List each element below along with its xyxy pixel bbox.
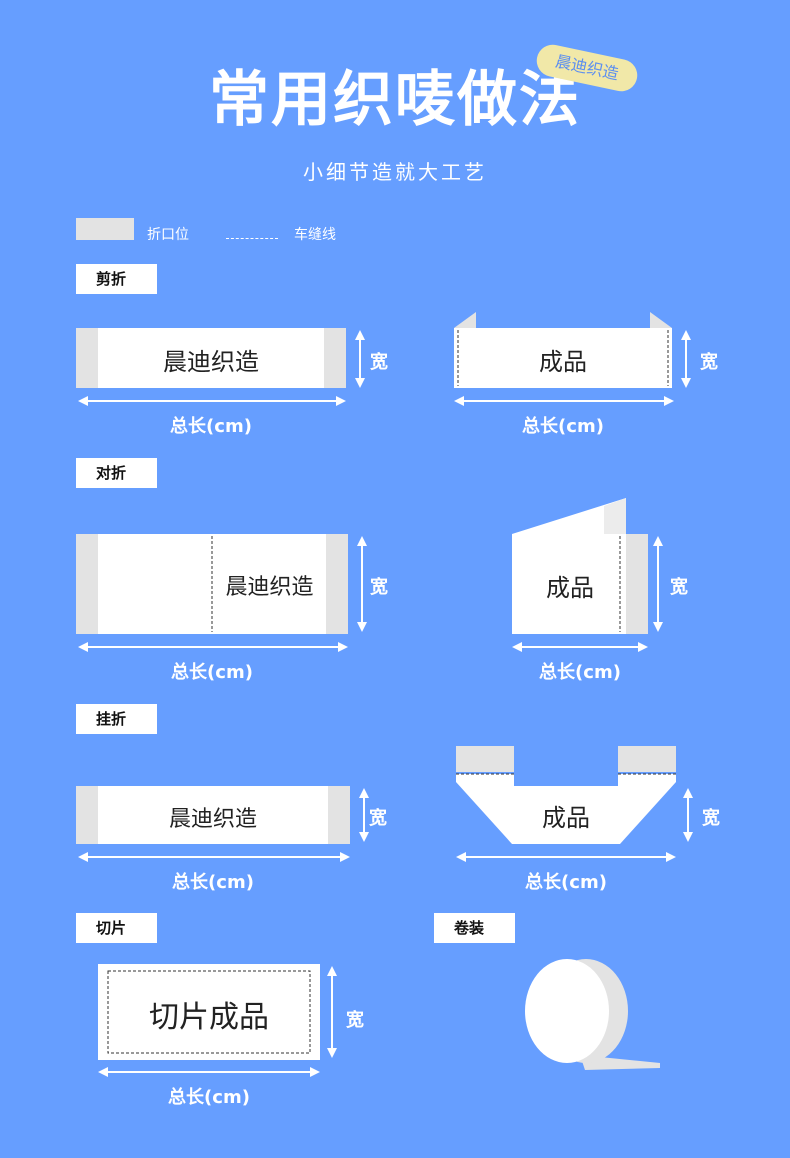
- width-label: 宽: [369, 808, 387, 829]
- width-label: 宽: [346, 1010, 364, 1031]
- width-label: 宽: [370, 577, 388, 598]
- section-tag-center-fold: 对折: [76, 458, 157, 488]
- cut-fold-flat-label: [76, 328, 346, 388]
- product-text: 成品: [546, 574, 594, 602]
- section-tag-hang-fold: 挂折: [76, 704, 157, 734]
- width-label: 宽: [670, 577, 688, 598]
- section-tag-cut-fold: 剪折: [76, 264, 157, 294]
- brand-text: 晨迪织造: [225, 575, 314, 600]
- length-label: 总长(cm): [525, 872, 607, 893]
- length-label: 总长(cm): [539, 662, 621, 683]
- cut-product-text: 切片成品: [149, 1000, 269, 1035]
- legend-stitch-line: [226, 238, 278, 239]
- legend-fold-swatch: [76, 218, 134, 240]
- brand-text: 晨迪织造: [168, 807, 257, 832]
- cut-piece-label: [98, 964, 320, 1060]
- width-label: 宽: [700, 352, 718, 373]
- roll-illustration: [525, 959, 660, 1070]
- hang-fold-flat-label: [76, 786, 350, 844]
- product-text: 成品: [539, 348, 587, 376]
- product-text: 成品: [542, 804, 590, 832]
- hang-fold-product: [456, 746, 676, 844]
- length-label: 总长(cm): [172, 872, 254, 893]
- length-label: 总长(cm): [170, 416, 252, 437]
- length-label: 总长(cm): [522, 416, 604, 437]
- section-tag-cut-piece: 切片: [76, 913, 157, 943]
- length-label: 总长(cm): [171, 662, 253, 683]
- legend-fold-label: 折口位: [147, 227, 189, 243]
- brand-text: 晨迪织造: [163, 348, 259, 376]
- page-title: 常用织唛做法: [209, 65, 581, 135]
- width-label: 宽: [370, 352, 388, 373]
- center-fold-flat-label: [76, 534, 348, 634]
- legend-stitch-label: 车缝线: [294, 227, 336, 243]
- length-label: 总长(cm): [168, 1087, 250, 1108]
- width-label: 宽: [702, 808, 720, 829]
- page-subtitle: 小细节造就大工艺: [303, 160, 487, 184]
- center-fold-product: [512, 498, 648, 634]
- section-tag-roll: 卷装: [434, 913, 515, 943]
- cut-fold-product: [454, 312, 672, 388]
